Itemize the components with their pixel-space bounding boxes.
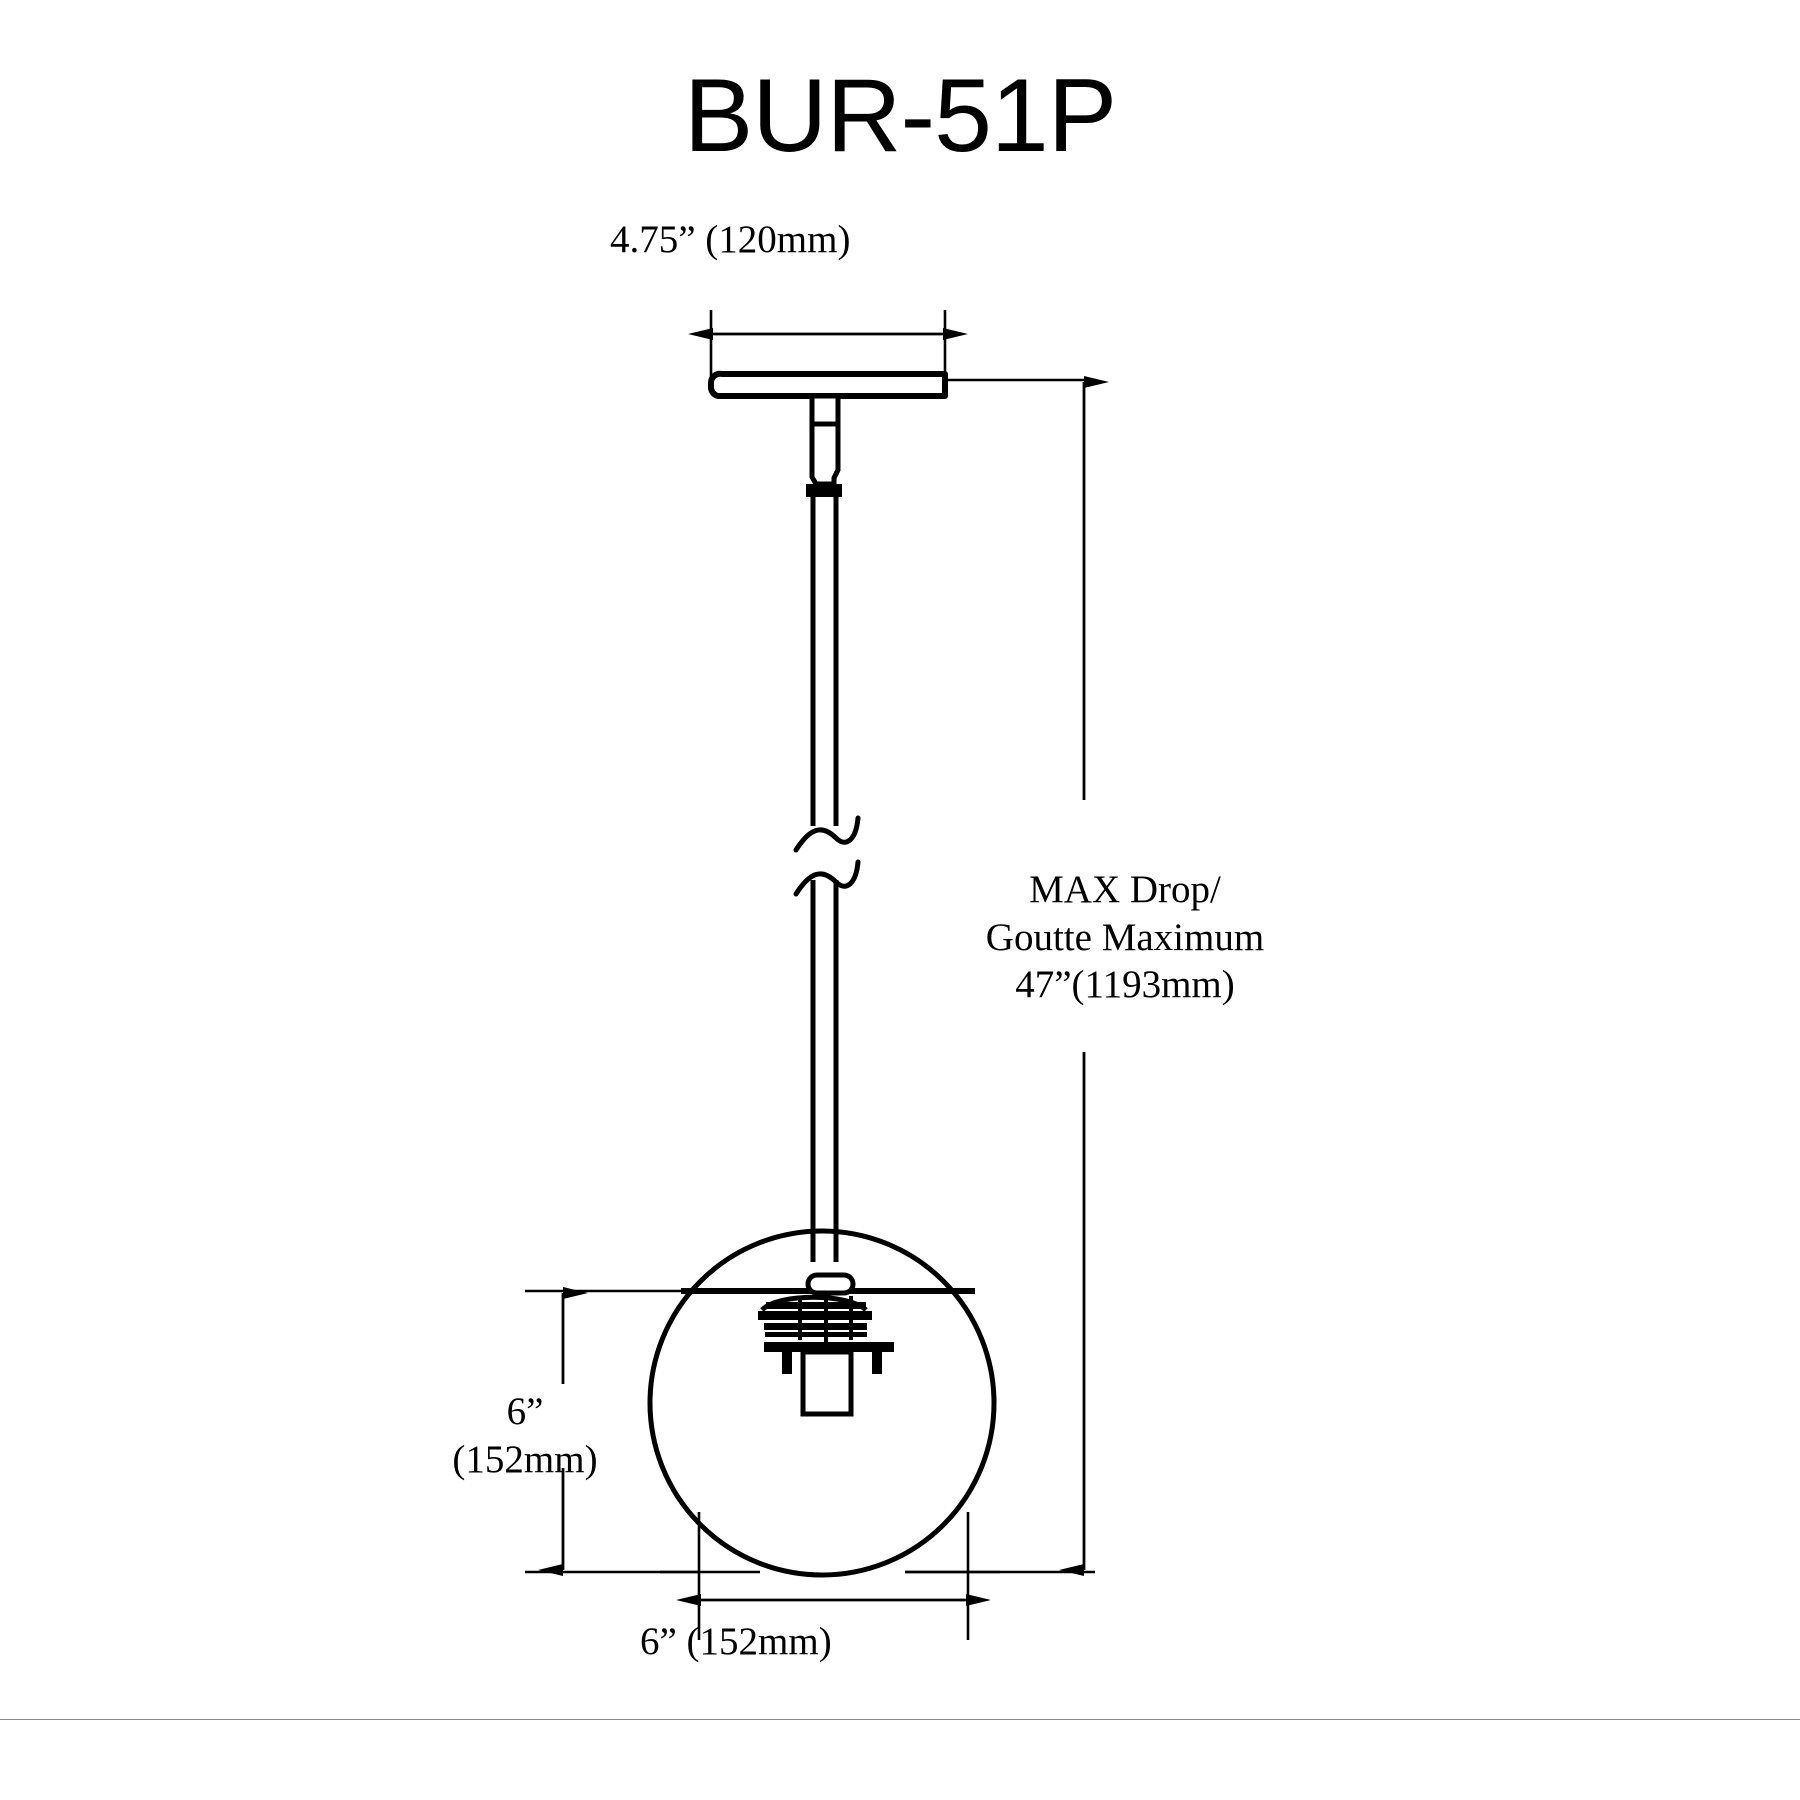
footer-divider <box>0 1719 1800 1720</box>
downrod-upper-assembly <box>806 393 842 497</box>
dimension-label-globe-height: 6” (152mm) <box>430 1388 620 1483</box>
fitter-plate-mid <box>758 1311 872 1320</box>
downrod-stem-upper <box>810 497 839 826</box>
stem-break-symbol <box>793 815 861 897</box>
max-drop-line-1: MAX Drop/ <box>1029 868 1221 911</box>
fitter-plate-upper <box>766 1302 866 1309</box>
downrod-stem-lower <box>810 880 839 1262</box>
spherical-glass-globe <box>647 1228 997 1578</box>
fitter-bracket-bar <box>764 1342 894 1352</box>
fitter-plate-lower <box>764 1323 867 1330</box>
dimension-label-max-drop: MAX Drop/ Goutte Maximum 47”(1193mm) <box>960 866 1290 1009</box>
globe-height-line-2: (152mm) <box>452 1437 598 1481</box>
stem-upper-sleeve <box>809 393 841 487</box>
canopy-body <box>708 370 948 399</box>
stem-coupling-collar <box>806 484 842 497</box>
dimension-label-canopy-width: 4.75” (120mm) <box>610 218 851 261</box>
globe-height-line-1: 6” <box>506 1390 544 1433</box>
break-curve-upper <box>793 815 861 853</box>
globe-fitter-hardware <box>758 1272 894 1374</box>
fitter-collar <box>805 1272 856 1296</box>
page-title: BUR-51P <box>683 58 1117 174</box>
max-drop-line-3: 47”(1193mm) <box>1015 963 1235 1007</box>
fitter-bracket-leg-right <box>872 1352 882 1374</box>
ceiling-canopy-plate <box>708 370 948 399</box>
socket-cup <box>800 1349 854 1417</box>
globe-outline <box>647 1228 997 1578</box>
fitter-bracket-leg-left <box>782 1352 792 1374</box>
socket-cup-body <box>800 1349 854 1417</box>
break-curve-lower <box>793 859 861 897</box>
dimension-globe-width <box>660 1512 1000 1640</box>
dimension-label-globe-width: 6” (152mm) <box>640 1620 832 1663</box>
max-drop-line-2: Goutte Maximum <box>985 915 1265 959</box>
page-title-block: BUR-51P <box>0 58 1800 174</box>
fitter-plate-base <box>765 1332 867 1337</box>
